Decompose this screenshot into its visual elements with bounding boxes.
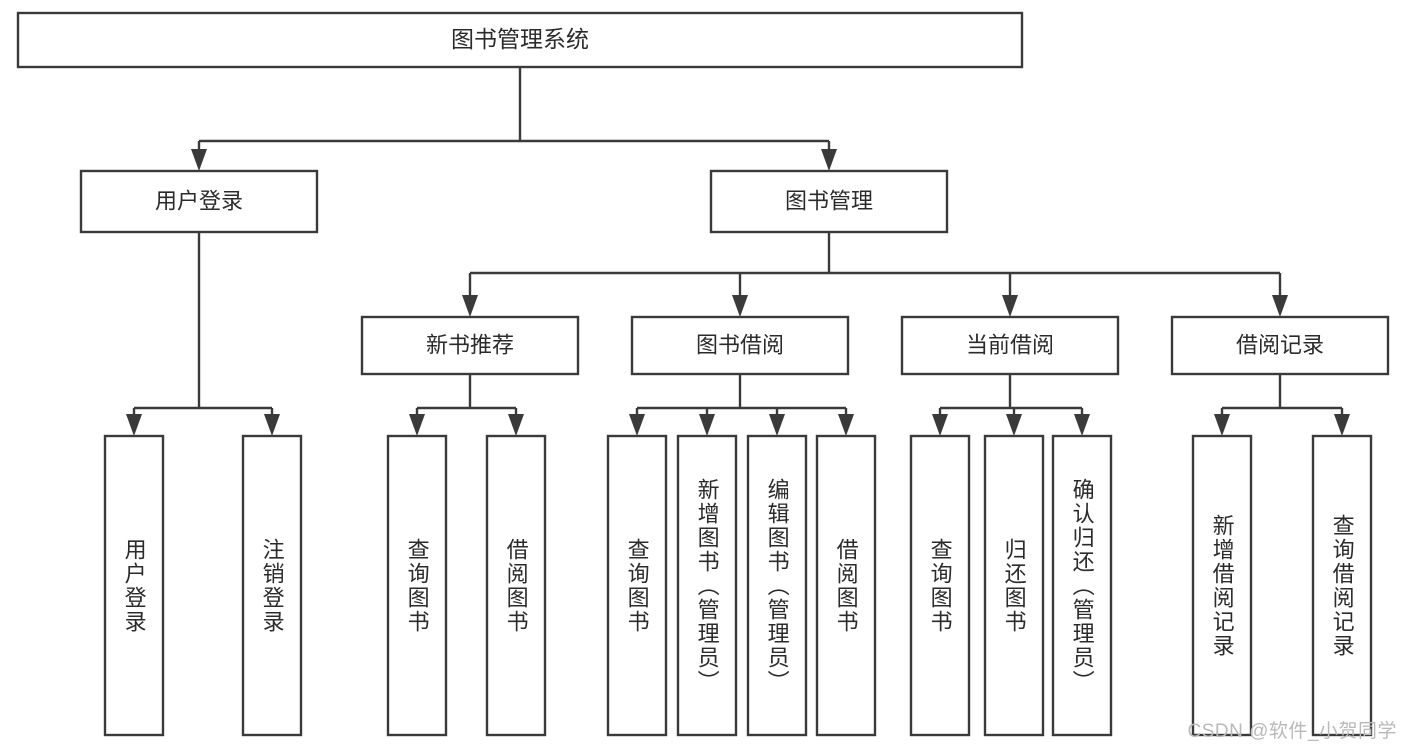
connector-arrow-leaf-borrow-book: [838, 414, 854, 436]
node-leaf-query-book-current[interactable]: [909, 434, 971, 737]
node-box-leaf-return-book[interactable]: [983, 434, 1045, 737]
connector-arrow-book-borrow: [732, 295, 748, 317]
connector-arrow-leaf-query-book-current: [932, 414, 948, 436]
node-box-leaf-add-book-admin[interactable]: [676, 434, 738, 737]
node-leaf-add-book-admin[interactable]: [676, 434, 738, 737]
node-label-new-book-recommend: 新书推荐: [426, 332, 514, 357]
connector-arrow-leaf-add-book-admin: [699, 414, 715, 436]
connector-arrow-leaf-logout-login: [264, 414, 280, 436]
node-box-leaf-query-borrow-record[interactable]: [1311, 434, 1373, 737]
node-book-borrow[interactable]: 图书借阅: [630, 315, 850, 376]
connector-arrow-leaf-query-book-recommend: [409, 414, 425, 436]
watermark: CSDN @软件_小贺同学: [1187, 721, 1397, 742]
node-leaf-return-book[interactable]: [983, 434, 1045, 737]
node-label-user-login: 用户登录: [155, 188, 243, 213]
connector-arrow-user-login: [191, 149, 207, 171]
node-leaf-query-book-borrow[interactable]: [606, 434, 668, 737]
node-label-book-borrow: 图书借阅: [696, 332, 784, 357]
node-label-current-borrow: 当前借阅: [966, 332, 1054, 357]
connector-arrow-leaf-return-book: [1006, 414, 1022, 436]
node-label-book-management: 图书管理: [785, 188, 873, 213]
connector-arrow-leaf-query-borrow-record: [1334, 414, 1350, 436]
node-new-book-recommend[interactable]: 新书推荐: [360, 315, 580, 376]
node-root[interactable]: 图书管理系统: [16, 11, 1024, 69]
node-box-new-book-recommend[interactable]: [360, 315, 580, 376]
connector-arrow-new-book-recommend: [462, 295, 478, 317]
node-borrow-record[interactable]: 借阅记录: [1170, 315, 1390, 376]
connector-arrow-borrow-record: [1272, 295, 1288, 317]
node-box-leaf-edit-book-admin[interactable]: [746, 434, 808, 737]
node-current-borrow[interactable]: 当前借阅: [900, 315, 1120, 376]
node-box-leaf-add-borrow-record[interactable]: [1191, 434, 1253, 737]
connector-layer: [126, 67, 1350, 436]
connector-arrow-leaf-borrow-book-recommend: [508, 414, 524, 436]
connector-arrow-book-management: [821, 149, 837, 171]
node-leaf-user-login[interactable]: [103, 434, 165, 737]
connector-arrow-current-borrow: [1002, 295, 1018, 317]
node-box-book-management[interactable]: [709, 169, 949, 234]
connector-arrow-leaf-add-borrow-record: [1214, 414, 1230, 436]
node-leaf-borrow-book[interactable]: [815, 434, 877, 737]
connector-arrow-leaf-confirm-return-admin: [1074, 414, 1090, 436]
node-leaf-query-borrow-record[interactable]: [1311, 434, 1373, 737]
node-box-leaf-borrow-book-recommend[interactable]: [485, 434, 547, 737]
connector-arrow-leaf-user-login: [126, 414, 142, 436]
node-leaf-logout-login[interactable]: [241, 434, 303, 737]
node-box-root[interactable]: [16, 11, 1024, 69]
node-box-leaf-borrow-book[interactable]: [815, 434, 877, 737]
node-user-login[interactable]: 用户登录: [79, 169, 319, 234]
node-leaf-add-borrow-record[interactable]: [1191, 434, 1253, 737]
node-leaf-borrow-book-recommend[interactable]: [485, 434, 547, 737]
node-box-book-borrow[interactable]: [630, 315, 850, 376]
node-leaf-edit-book-admin[interactable]: [746, 434, 808, 737]
connector-arrow-leaf-edit-book-admin: [769, 414, 785, 436]
node-leaf-query-book-recommend[interactable]: [386, 434, 448, 737]
node-box-borrow-record[interactable]: [1170, 315, 1390, 376]
node-box-user-login[interactable]: [79, 169, 319, 234]
node-box-leaf-confirm-return-admin[interactable]: [1051, 434, 1113, 737]
node-box-leaf-logout-login[interactable]: [241, 434, 303, 737]
node-book-management[interactable]: 图书管理: [709, 169, 949, 234]
node-leaf-confirm-return-admin[interactable]: [1051, 434, 1113, 737]
node-box-leaf-user-login[interactable]: [103, 434, 165, 737]
node-box-leaf-query-book-recommend[interactable]: [386, 434, 448, 737]
node-box-leaf-query-book-borrow[interactable]: [606, 434, 668, 737]
connector-arrow-leaf-query-book-borrow: [629, 414, 645, 436]
node-label-root: 图书管理系统: [451, 26, 589, 52]
node-box-leaf-query-book-current[interactable]: [909, 434, 971, 737]
node-box-current-borrow[interactable]: [900, 315, 1120, 376]
node-label-borrow-record: 借阅记录: [1236, 332, 1324, 357]
